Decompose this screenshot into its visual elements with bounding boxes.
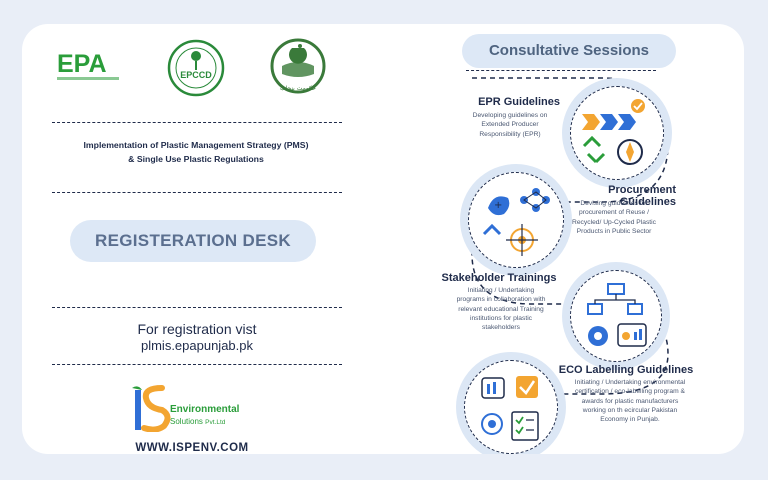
procurement-icon: + — [482, 188, 550, 256]
heading-line2: & Single Use Plastic Regulations — [128, 154, 264, 164]
consultative-sessions-title: Consultative Sessions — [488, 42, 650, 59]
desc-line: relevant educational Training — [458, 305, 544, 313]
env-solutions-line1: Environmental — [170, 404, 240, 415]
desc-line: Responsibility (EPR) — [479, 130, 541, 138]
svg-text:حکومت پنجاب: حکومت پنجاب — [280, 85, 316, 92]
divider — [52, 122, 342, 123]
epccd-logo: EPCCD — [166, 38, 226, 98]
stakeholder-icon — [587, 283, 647, 347]
consultative-sessions-pill: Consultative Sessions — [462, 34, 676, 68]
desc-line: Recycled/ Up-Cycled Plastic — [572, 218, 656, 226]
flyer-card: EPA EPCCD حکومت پنجاب Implementation of … — [22, 24, 744, 454]
desc-line: procurement of Reuse / — [579, 209, 649, 217]
divider — [466, 70, 656, 71]
desc-line: awards for plastic manufacturers — [581, 397, 679, 405]
divider — [52, 364, 342, 365]
desc-line: certification / eco-labelling program & — [574, 388, 686, 396]
env-solutions-line2: Solutions Pvt.Ltd — [170, 417, 225, 426]
desc-line: Initiating / Undertaking environmental — [574, 379, 686, 386]
svg-text:EPA: EPA — [57, 50, 107, 78]
epr-circle — [570, 86, 664, 180]
divider — [52, 192, 342, 193]
epa-logo: EPA — [54, 46, 124, 86]
env-solutions-logo: Environmental Solutions Pvt.Ltd — [130, 384, 270, 434]
procurement-desc: Devising guidelines for procurement of R… — [558, 199, 670, 236]
eco-circle — [464, 360, 558, 454]
desc-line: institutions for plastic — [469, 314, 533, 322]
registration-prompt: For registration vist — [137, 321, 257, 337]
desc-line: Products in Public Sector — [576, 227, 652, 235]
eco-title: ECO Labelling Guidelines — [558, 364, 694, 376]
timeline-path — [471, 77, 669, 431]
stakeholder-title: Stakeholder Trainings — [441, 272, 557, 284]
desc-line: Initiating / Undertaking — [467, 287, 535, 294]
svg-text:EPCCD: EPCCD — [180, 70, 212, 80]
env-solutions-word: Solutions — [170, 417, 203, 426]
punjab-seal-logo: حکومت پنجاب — [264, 36, 332, 100]
desc-line: Devising guidelines for — [580, 200, 648, 207]
desc-line: Developing guidelines on — [472, 112, 548, 119]
epr-icon — [582, 99, 645, 165]
desc-line: stakeholders — [482, 324, 520, 332]
stakeholder-desc: Initiating / Undertaking programs in col… — [442, 286, 560, 332]
is-logo-icon — [132, 385, 171, 432]
procurement-title: Procurement Guidelines — [608, 184, 676, 208]
desc-line: Extended Producer — [481, 121, 539, 129]
divider — [52, 307, 342, 308]
env-solutions-suffix: Pvt.Ltd — [205, 419, 226, 426]
epr-title: EPR Guidelines — [478, 96, 560, 108]
procurement-circle — [468, 172, 564, 268]
svg-text:+: + — [494, 200, 502, 211]
eco-desc: Initiating / Undertaking environmental c… — [560, 378, 700, 424]
heading-line1: Implementation of Plastic Management Str… — [83, 140, 309, 150]
company-website[interactable]: WWW.ISPENV.COM — [135, 442, 249, 454]
epr-desc: Developing guidelines on Extended Produc… — [454, 111, 566, 139]
desc-line: programs in collaboration with — [456, 296, 546, 304]
registration-desk-label: REGISTERATION DESK — [95, 231, 291, 250]
desc-line: Economy in Punjab. — [600, 416, 660, 424]
desc-line: working on th ecircular Pakistan — [582, 406, 678, 414]
registration-url[interactable]: plmis.epapunjab.pk — [140, 338, 254, 353]
eco-icon — [481, 376, 539, 441]
registration-desk-pill: REGISTERATION DESK — [70, 220, 316, 262]
